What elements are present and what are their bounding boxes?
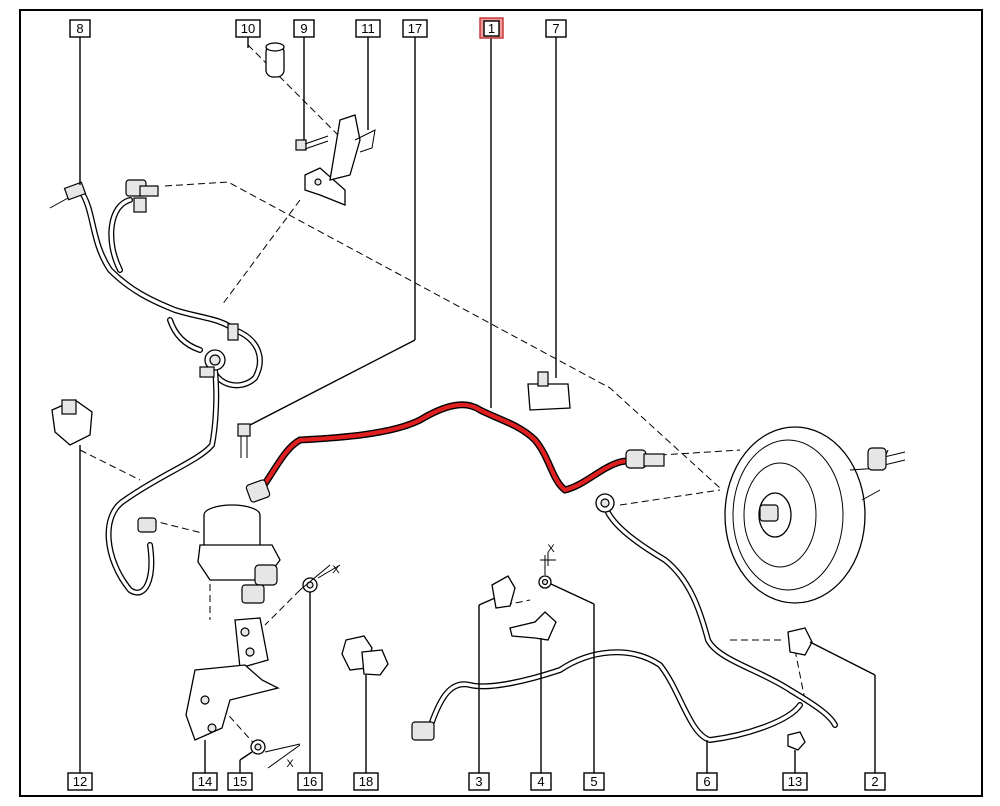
part-15-nut (250, 739, 301, 755)
callout-box-inner (483, 20, 500, 37)
part-9-bolt (295, 135, 329, 151)
callout-box (297, 772, 323, 791)
callout-box (782, 772, 808, 791)
pipe-8 (77, 187, 263, 596)
callout-14: 14 (192, 772, 218, 791)
callout-8: 8 (69, 19, 91, 38)
callout-label: 3 (475, 774, 482, 789)
callout-box (530, 772, 552, 791)
callout-1-highlighted: 1 (479, 17, 504, 39)
axis-mark-x1: X (332, 564, 340, 576)
callout-label: 14 (198, 774, 212, 789)
callout-label: 2 (871, 774, 878, 789)
callout-15: 15 (227, 772, 253, 791)
callout-label: 13 (788, 774, 802, 789)
diagram-frame (19, 9, 983, 797)
callout-box (69, 19, 91, 38)
part-3-clip (491, 575, 516, 609)
callout-box (192, 772, 218, 791)
part-4-bracket (509, 611, 557, 641)
brake-booster (724, 426, 906, 604)
part-18-clip (341, 635, 389, 676)
callout-box (468, 772, 490, 791)
callout-box (583, 772, 605, 791)
callout-box (355, 19, 381, 38)
axis-mark-x2: X (547, 543, 555, 555)
part-14-bracket (185, 664, 280, 741)
callout-11: 11 (355, 19, 381, 38)
callout-16: 16 (297, 772, 323, 791)
axis-mark-x3: X (286, 758, 294, 770)
part-11-bracket (304, 114, 376, 206)
callout-box (545, 19, 567, 38)
callout-box (353, 772, 379, 791)
part-17-bolt (237, 423, 251, 458)
callout-10: 10 (235, 19, 261, 38)
callout-label: 7 (552, 21, 559, 36)
callout-box (235, 19, 261, 38)
part-16-nut (299, 564, 331, 593)
callout-leaders (79, 37, 876, 773)
callout-6: 6 (696, 772, 718, 791)
callout-label: 16 (303, 774, 317, 789)
callout-label: 4 (537, 774, 544, 789)
callout-label: 12 (73, 774, 87, 789)
callout-label: 8 (76, 21, 83, 36)
callout-label: 18 (359, 774, 373, 789)
part-10-sleeve (265, 42, 285, 78)
part-7-clip (527, 371, 571, 411)
callout-box (293, 19, 315, 38)
callout-label: 11 (361, 21, 375, 36)
callout-3: 3 (468, 772, 490, 791)
callout-box (696, 772, 718, 791)
callout-18: 18 (353, 772, 379, 791)
part-5-nut (538, 555, 552, 589)
callout-label: 17 (408, 21, 422, 36)
pipe-1-core (259, 402, 648, 493)
pipe-1-highlighted (245, 401, 665, 503)
callout-7: 7 (545, 19, 567, 38)
callout-label: 9 (300, 21, 307, 36)
callout-label: 10 (241, 21, 255, 36)
pipe-6 (411, 493, 838, 743)
dashed-reference-lines (79, 44, 806, 749)
pump-assembly (137, 504, 281, 669)
part-2-clip (787, 627, 813, 656)
callout-2: 2 (864, 772, 886, 791)
callout-9: 9 (293, 19, 315, 38)
callout-label: 15 (233, 774, 247, 789)
callout-17: 17 (402, 19, 428, 38)
callout-5: 5 (583, 772, 605, 791)
callout-13: 13 (782, 772, 808, 791)
callout-box (67, 772, 93, 791)
callout-box (864, 772, 886, 791)
callout-box (402, 19, 428, 38)
part-12-clip (51, 399, 93, 446)
callout-label: 6 (703, 774, 710, 789)
axis-marks: X X X (267, 543, 556, 770)
callout-label: 5 (590, 774, 597, 789)
callout-4: 4 (530, 772, 552, 791)
callout-12: 12 (67, 772, 93, 791)
part-13-nut (787, 731, 806, 751)
callout-label: 1 (488, 21, 495, 36)
pipe-8-fittings (49, 179, 239, 378)
callout-box (227, 772, 253, 791)
